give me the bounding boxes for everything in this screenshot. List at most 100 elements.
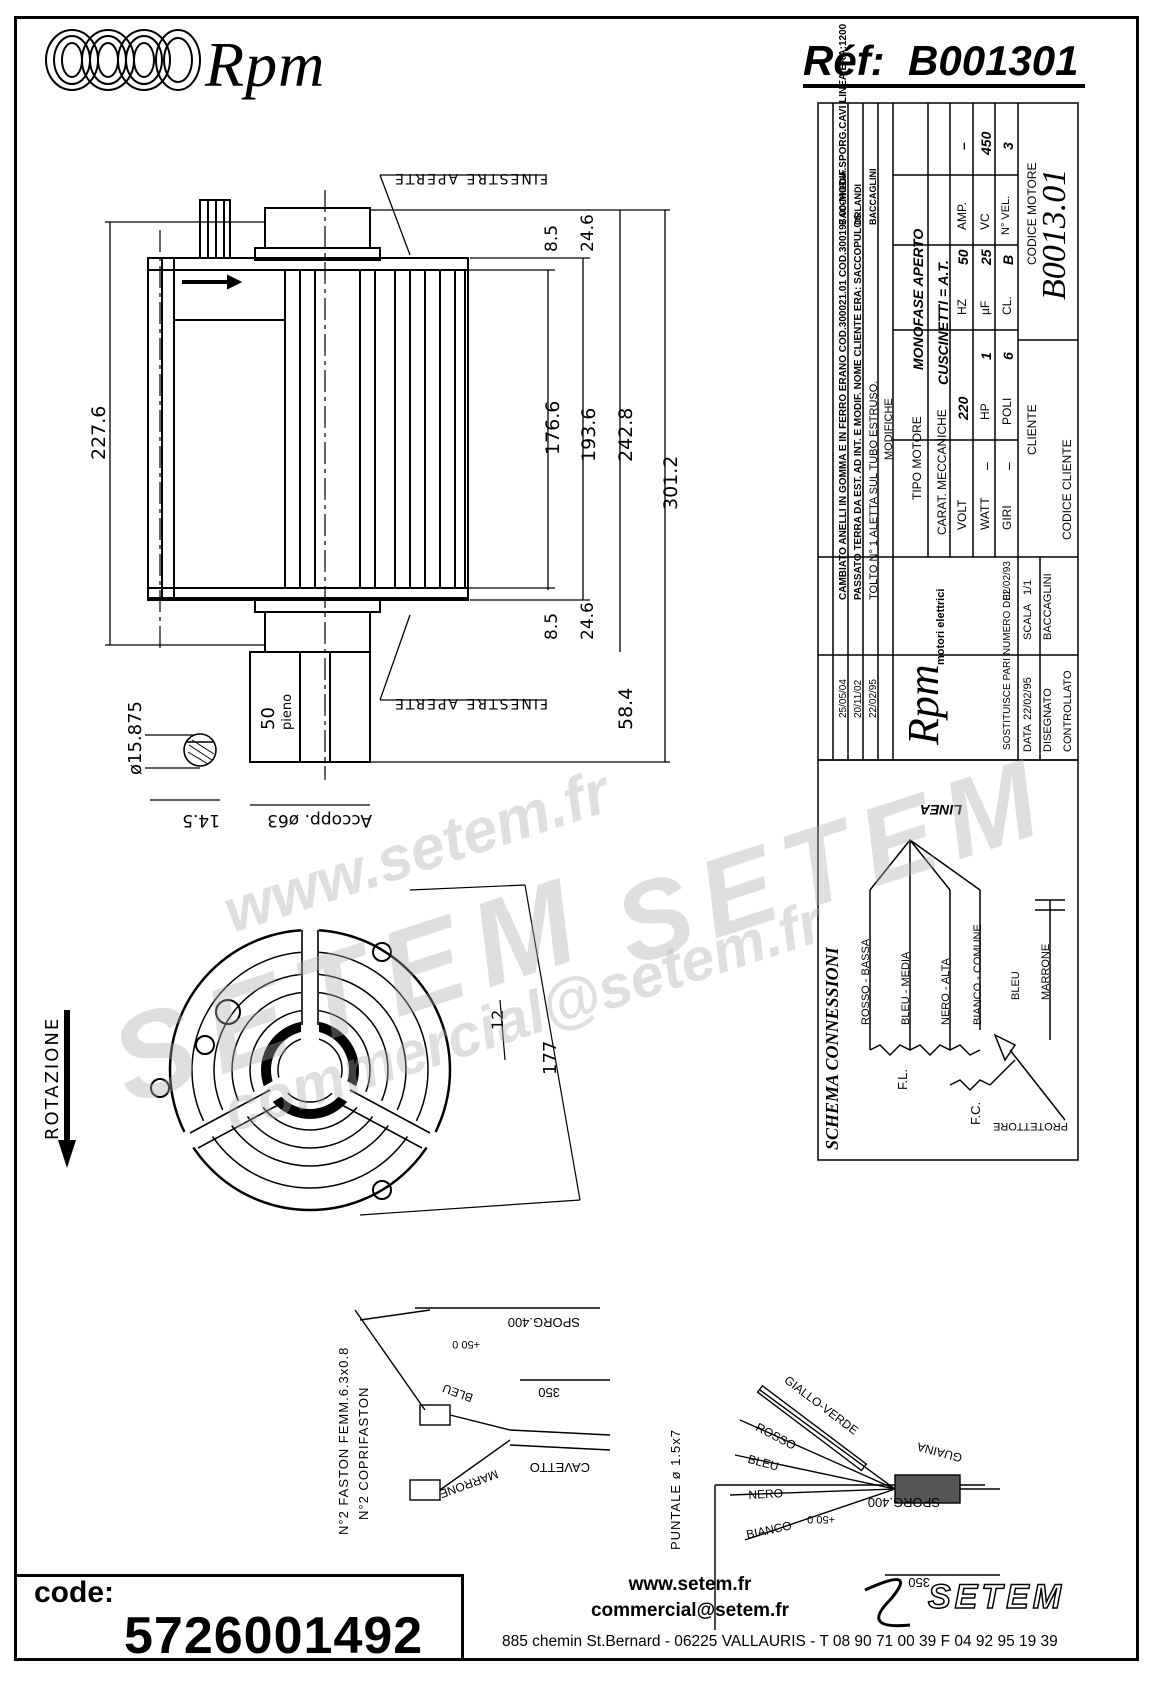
setem-logo-swoosh [864,1578,911,1628]
puntale-label: PUNTALE ø 1.5x7 [668,1429,683,1550]
len350-label-1: 350 [538,1385,560,1400]
dim-24-6-top: 24.6 [578,214,598,252]
revision-1-date: 22/02/95 [868,679,879,718]
fl-label: F.L. [895,1069,910,1090]
protettore-label: PROTETTORE [993,1120,1068,1132]
sostituisce-label: SOSTITUISCE PARI NUMERO DEL [1002,588,1013,750]
disegnato-value: BACCAGLINI [1042,573,1054,640]
hp-value: 1 [978,352,994,360]
dim-301: 301.2 [660,455,682,510]
cl-value: B [1000,254,1016,265]
reference-value: B001301 [908,37,1079,84]
dim-58-4: 58.4 [615,687,637,730]
revision-3-sig: BACCHIEGA [838,170,848,225]
finestre-bottom-label: FINESTRE APERTE [393,695,548,711]
reference-number: Réf: B001301 [803,38,1085,88]
sporg-label-1: SPORG.400 [507,1315,580,1330]
wire-bleu: BLEU [1010,971,1022,1000]
poli-value: 6 [1000,352,1016,360]
codice-motore-value: B0013.01 [1036,168,1073,300]
email-link[interactable]: commercial@setem.fr [590,1600,790,1621]
title-block-subtitle: motori elettrici [935,588,947,665]
rotation-label: ROTAZIONE [42,1016,63,1140]
wire-bianco: BIANCO - COMUNE [972,924,984,1025]
revision-1-sig: BACCAGLINI [868,168,878,226]
drawing-frame [14,16,1139,1661]
data-value: 22/02/95 [1022,677,1034,720]
carat-label: CARAT. MECCANICHE [935,409,949,535]
giri-value: – [1000,462,1016,470]
hz-value: 50 [955,249,971,265]
vel-label: N° VEL. [1000,195,1012,235]
rpm-coil-logo [45,29,201,91]
dim-50: 50 [258,707,279,730]
dim-176: 176.6 [542,400,564,455]
poli-label: POLI [1000,397,1014,425]
watt-label: WATT [978,497,992,530]
tipo-motore-label: TIPO MOTORE [910,416,924,500]
faston-label: N°2 FASTON FEMM.6.3x0.8 [336,1346,351,1535]
motor-side-view [147,190,469,780]
title-block-grid [817,102,1079,1161]
dim-193: 193.6 [578,407,600,462]
revision-2-desc: PASSATO TERRA DA EST. AD INT. E MODIF. N… [853,213,864,600]
title-block-brand: Rpm [899,664,948,745]
website-link[interactable]: www.setem.fr [628,1574,752,1595]
vc-label: VC [978,213,992,230]
sostituisce-date: 02/02/93 [1002,561,1013,600]
scala-value: 1/1 [1022,579,1034,595]
dim-14-5: 14.5 [182,810,220,830]
dim-8-5-top: 8.5 [542,224,562,252]
revision-3-date: 25/05/04 [838,679,849,718]
revision-2-sig: ORLANDI [853,184,863,225]
code-value: 5726001492 [124,1607,424,1665]
amp-value: – [955,142,971,150]
wire-rosso: ROSSO - BASSA [860,938,872,1025]
cliente-label: CLIENTE [1025,404,1039,455]
cl-label: CL. [1000,296,1014,315]
company-address: 885 chemin St.Bernard - 06225 VALLAURIS … [502,1633,1058,1650]
volt-label: VOLT [955,499,969,530]
uf-value: 25 [978,249,994,265]
volt-value: 220 [955,396,971,420]
uf-label: µF [978,300,992,315]
disegnato-label: DISEGNATO [1042,688,1054,752]
carat-value: CUSCINETTI = A.T. [935,260,951,385]
hz-label: HZ [955,299,969,315]
fc-label: F.C. [968,1101,983,1125]
nero-cable-label: NERO [748,1486,784,1502]
vel-value: 3 [1000,142,1016,150]
sporg-tol-1: +50 0 [452,1338,480,1350]
cable-drawings [354,1307,1000,1630]
amp-label: AMP. [955,202,969,230]
scala-label: SCALA [1022,603,1034,640]
schema-title: SCHEMA CONNESSIONI [822,947,842,1150]
tipo-motore-value: MONOFASE APERTO [910,228,926,370]
len350-label-2: 350 [908,1575,930,1590]
motor-front-view [150,884,581,1216]
setem-logo: SETEM [927,1577,1066,1617]
wire-nero: NERO - ALTA [940,958,952,1025]
coprifaston-label: N°2 COPRIFASTON [356,1386,371,1520]
rotation-arrow [58,1010,76,1168]
dim-shaft: ø15.875 [125,701,146,775]
pieno-label: pieno [280,693,295,730]
reference-label: Réf: [803,37,885,84]
vc-value: 450 [978,131,994,155]
wire-marrone: MARRONE [1040,943,1052,1000]
dim-242: 242.8 [615,407,637,462]
modifiche-header: MODIFICHE [883,398,895,460]
sporg-tol-2: +50 0 [807,1513,835,1525]
codice-cliente-label: CODICE CLIENTE [1060,439,1074,540]
brand-name: Rpm [205,29,326,100]
accopp-label: Accopp. ø63 [267,810,372,830]
hp-label: HP [978,403,992,420]
watt-value: – [978,462,994,470]
dim-8-5-bottom: 8.5 [542,612,562,640]
connection-schema [869,838,1066,1121]
code-box [14,1574,464,1661]
revision-1-desc: TOLTO N° 1 ALETTA SUL TUBO ESTRUSO. [868,380,880,600]
revision-2-date: 20/11/02 [853,679,864,718]
code-label: code: [34,1576,115,1609]
